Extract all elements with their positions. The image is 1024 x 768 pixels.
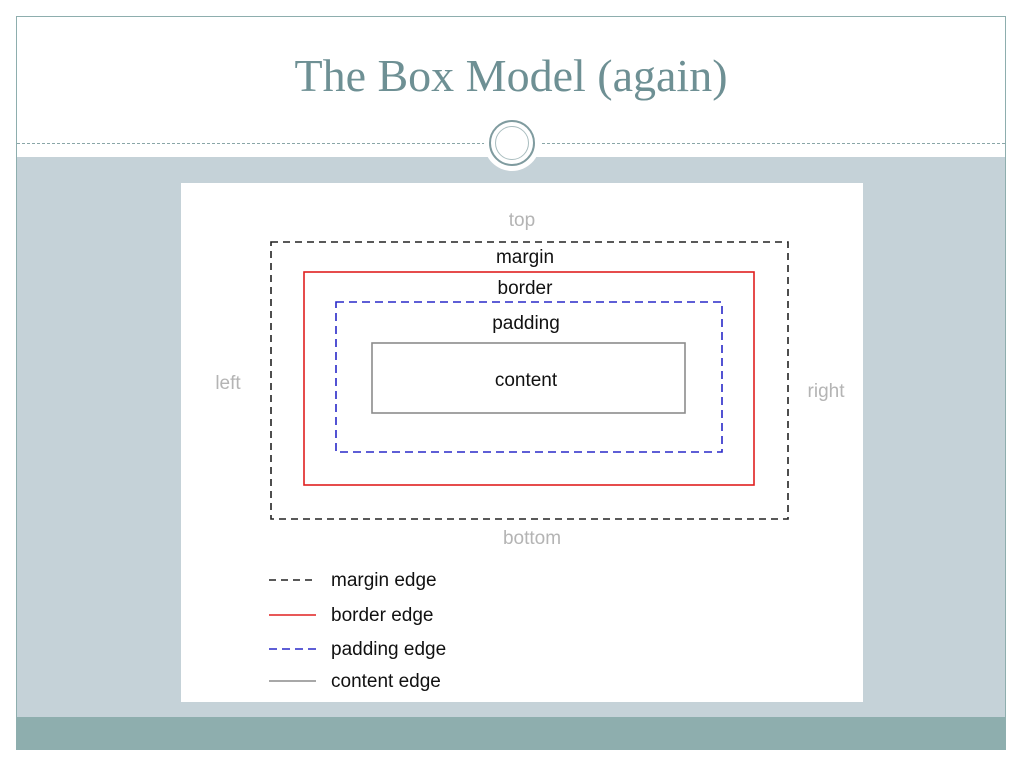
- margin-edge-box: [270, 241, 789, 520]
- padding-edge-box: [335, 301, 723, 453]
- legend: margin edge border edge padding edge con…: [269, 570, 446, 692]
- layer-label-border: border: [498, 278, 554, 299]
- box-model-diagram: top bottom left right margin border padd…: [181, 183, 863, 702]
- side-label-right: right: [808, 381, 846, 402]
- legend-label-border: border edge: [331, 605, 433, 626]
- circle-ornament-icon: [484, 115, 540, 171]
- content-edge-box: [371, 342, 686, 414]
- slide: The Box Model (again) top bottom left ri…: [16, 16, 1006, 750]
- footer-band: [17, 717, 1005, 749]
- border-edge-box: [303, 271, 755, 486]
- layer-label-margin: margin: [496, 247, 554, 268]
- side-label-top: top: [509, 210, 535, 231]
- legend-label-padding: padding edge: [331, 639, 446, 660]
- legend-label-margin: margin edge: [331, 570, 437, 591]
- slide-title: The Box Model (again): [294, 50, 728, 101]
- layer-label-content: content: [495, 370, 558, 391]
- side-label-bottom: bottom: [503, 528, 561, 549]
- side-label-left: left: [215, 373, 241, 394]
- legend-label-content: content edge: [331, 671, 441, 692]
- layer-label-padding: padding: [492, 313, 560, 334]
